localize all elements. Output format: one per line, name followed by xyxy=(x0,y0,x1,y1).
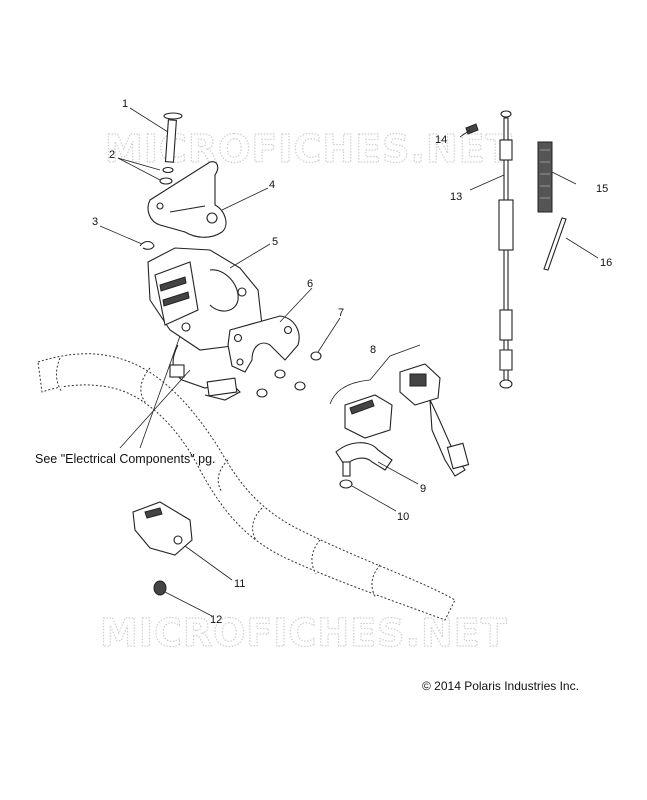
control-switch-part-8 xyxy=(344,363,470,477)
sleeve-part-15 xyxy=(537,141,553,213)
screw-part-10 xyxy=(339,461,353,489)
callout-11: 11 xyxy=(234,578,245,590)
callout-13: 13 xyxy=(450,191,462,203)
copyright-text: © 2014 Polaris Industries Inc. xyxy=(422,679,579,693)
callout-10: 10 xyxy=(397,511,409,523)
callout-4: 4 xyxy=(269,179,275,191)
handlebar xyxy=(37,353,456,621)
callout-14: 14 xyxy=(435,134,447,146)
clip-part-3 xyxy=(139,240,155,250)
clamp-part-9 xyxy=(335,442,393,471)
callout-1: 1 xyxy=(122,98,128,110)
electrical-connector xyxy=(169,344,241,401)
reference-note: See "Electrical Components" pg. xyxy=(35,452,216,466)
clamp-part-6 xyxy=(227,315,300,373)
bolt-part-1 xyxy=(163,112,183,163)
cap-part-12 xyxy=(153,580,167,596)
bracket-part-4 xyxy=(147,161,227,238)
callout-15: 15 xyxy=(596,183,608,195)
callout-9: 9 xyxy=(420,483,426,495)
callout-6: 6 xyxy=(307,278,313,290)
callout-2: 2 xyxy=(109,149,115,161)
switch-part-11 xyxy=(132,501,193,556)
cable-part-13 xyxy=(498,110,514,389)
callout-7: 7 xyxy=(338,307,344,319)
leader-lines xyxy=(99,107,599,617)
callout-3: 3 xyxy=(92,216,98,228)
rod-part-16 xyxy=(543,217,567,271)
callout-5: 5 xyxy=(272,236,278,248)
callout-12: 12 xyxy=(210,614,222,626)
callout-16: 16 xyxy=(600,257,612,269)
callout-8: 8 xyxy=(370,344,376,356)
watermark-bottom: MICROFICHES.NET xyxy=(100,611,508,655)
switch-housing-part-5 xyxy=(147,247,263,351)
washers-part-2 xyxy=(159,166,174,185)
screws-part-7 xyxy=(256,351,322,398)
